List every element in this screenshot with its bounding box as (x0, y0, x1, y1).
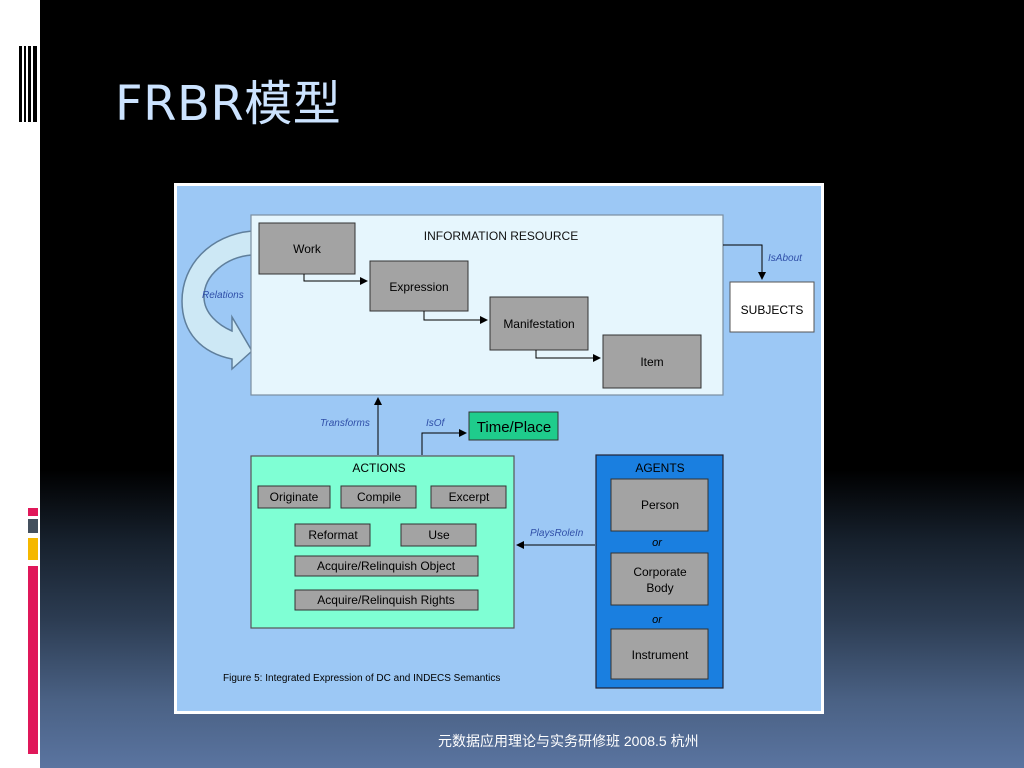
person-box (610, 478, 709, 532)
frbr-figure: Relations INFORMATION RESOURCE Work Expr… (174, 183, 824, 714)
decor-accent-red (28, 508, 38, 516)
or-label-1: or (652, 537, 663, 549)
frbr-diagram: Relations INFORMATION RESOURCE Work Expr… (181, 214, 815, 689)
acquire-rights-box (294, 589, 479, 611)
reformat-label: Reformat (308, 528, 358, 542)
decor-accent-gray (28, 519, 38, 533)
corporate-body-box (610, 552, 709, 606)
subjects-box (729, 281, 815, 333)
arrow-work-expression (303, 274, 368, 285)
acquire-rights-label: Acquire/Relinquish Rights (317, 593, 454, 607)
is-about-label: IsAbout (768, 253, 803, 264)
corporate-body-label-line2: Body (646, 581, 673, 595)
is-of-label: IsOf (426, 418, 446, 429)
agents-title: AGENTS (635, 461, 684, 475)
arrow-manifestation-item (535, 350, 601, 362)
originate-label: Originate (270, 490, 319, 504)
decor-bars (19, 46, 37, 122)
work-box (258, 222, 356, 275)
instrument-box (610, 628, 709, 680)
relations-curved-arrow (181, 230, 253, 371)
figure-caption: Figure 5: Integrated Expression of DC an… (223, 673, 500, 684)
manifestation-box (489, 296, 589, 351)
slide-title: FRBR模型 (115, 76, 342, 132)
decor-accent-pink (28, 566, 38, 754)
transforms-label: Transforms (320, 418, 370, 429)
or-label-2: or (652, 614, 663, 626)
arrow-expression-manifestation (423, 311, 488, 324)
work-label: Work (293, 242, 322, 256)
use-label: Use (428, 528, 450, 542)
item-label: Item (640, 355, 663, 369)
plays-role-in-label: PlaysRoleIn (530, 528, 584, 539)
excerpt-label: Excerpt (449, 490, 490, 504)
corporate-body-label-line1: Corporate (633, 565, 687, 579)
instrument-label: Instrument (632, 648, 689, 662)
time-place-label: Time/Place (477, 419, 551, 436)
information-resource-title: INFORMATION RESOURCE (424, 229, 578, 243)
subjects-label: SUBJECTS (741, 303, 804, 317)
time-place-box (468, 411, 559, 441)
arrow-is-of (421, 429, 467, 455)
expression-box (369, 260, 469, 312)
originate-box (257, 485, 331, 509)
actions-title: ACTIONS (352, 461, 405, 475)
reformat-box (294, 523, 371, 547)
acquire-object-label: Acquire/Relinquish Object (317, 559, 456, 573)
excerpt-box (430, 485, 507, 509)
compile-label: Compile (357, 490, 401, 504)
item-box (602, 334, 702, 389)
manifestation-label: Manifestation (503, 317, 574, 331)
decor-accent-yellow (28, 538, 38, 560)
use-box (400, 523, 477, 547)
acquire-object-box (294, 555, 479, 577)
slide-footer: 元数据应用理论与实务研修班 2008.5 杭州 (438, 733, 699, 749)
expression-label: Expression (389, 280, 448, 294)
arrow-is-about (723, 244, 766, 280)
compile-box (340, 485, 417, 509)
relations-label: Relations (202, 290, 244, 301)
person-label: Person (641, 498, 679, 512)
